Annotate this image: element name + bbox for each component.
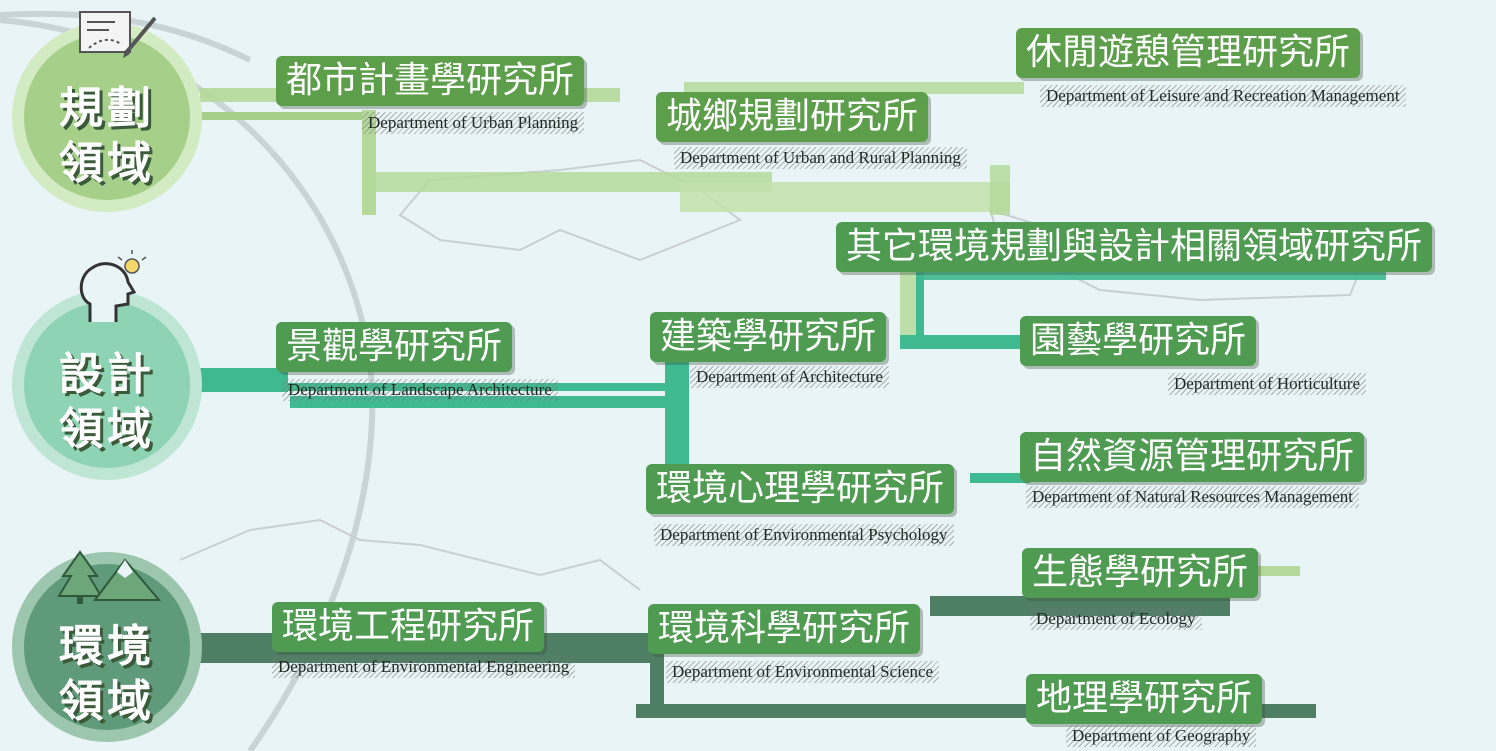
node-landscape-zh: 景觀學研究所 bbox=[276, 322, 513, 372]
node-geography-en: Department of Geography bbox=[1066, 725, 1257, 747]
node-urban-rural-zh: 城鄉規劃研究所 bbox=[656, 92, 929, 142]
node-natural-res-zh: 自然資源管理研究所 bbox=[1020, 432, 1365, 482]
node-natural-res-en: Department of Natural Resources Manageme… bbox=[1026, 486, 1359, 508]
node-urban-planning-zh: 都市計畫學研究所 bbox=[276, 56, 585, 106]
category-planning-line1: 規劃 bbox=[59, 83, 155, 134]
connector-line bbox=[970, 473, 1030, 483]
node-architecture-zh: 建築學研究所 bbox=[650, 312, 887, 362]
connector-line bbox=[900, 262, 920, 342]
head-lightbulb-icon bbox=[79, 250, 147, 322]
connector-line bbox=[650, 650, 664, 710]
node-ecology-en: Department of Ecology bbox=[1030, 608, 1202, 630]
node-urban-rural-en: Department of Urban and Rural Planning bbox=[674, 147, 967, 169]
node-env-sci-zh: 環境科學研究所 bbox=[648, 604, 921, 654]
node-landscape-en: Department of Landscape Architecture bbox=[282, 379, 558, 401]
node-leisure-en: Department of Leisure and Recreation Man… bbox=[1040, 85, 1406, 107]
node-ecology-zh: 生態學研究所 bbox=[1022, 548, 1259, 598]
node-other-env-zh: 其它環境規劃與設計相關領域研究所 bbox=[836, 222, 1433, 272]
connector-line bbox=[684, 82, 1024, 94]
category-planning-line2: 領域 bbox=[59, 138, 155, 189]
node-urban-planning-en: Department of Urban Planning bbox=[362, 112, 585, 134]
connector-line bbox=[362, 172, 772, 192]
connector-line bbox=[665, 355, 689, 475]
category-environment-line2: 領域 bbox=[59, 676, 155, 727]
connector-line bbox=[200, 112, 370, 120]
node-env-eng-en: Department of Environmental Engineering bbox=[272, 656, 576, 678]
category-design-line1: 設計 bbox=[59, 349, 155, 400]
node-env-psych-zh: 環境心理學研究所 bbox=[646, 464, 955, 514]
tree-mountain-icon bbox=[57, 550, 162, 604]
connector-line bbox=[1230, 566, 1300, 576]
node-env-psych-en: Department of Environmental Psychology bbox=[654, 524, 954, 546]
node-architecture-en: Department of Architecture bbox=[690, 366, 889, 388]
blueprint-pencil-icon bbox=[79, 11, 157, 58]
connector-line bbox=[916, 270, 1386, 280]
connector-line bbox=[900, 335, 1030, 349]
category-environment-line1: 環境 bbox=[59, 621, 155, 672]
node-env-eng-zh: 環境工程研究所 bbox=[272, 602, 545, 652]
connector-line bbox=[680, 182, 1010, 212]
connector-line bbox=[990, 165, 1010, 215]
node-geography-zh: 地理學研究所 bbox=[1026, 674, 1263, 724]
node-leisure-zh: 休閒遊憩管理研究所 bbox=[1016, 28, 1361, 78]
node-horticulture-en: Department of Horticulture bbox=[1168, 373, 1366, 395]
connector-line bbox=[916, 272, 924, 344]
node-env-sci-en: Department of Environmental Science bbox=[666, 661, 940, 683]
node-horticulture-zh: 園藝學研究所 bbox=[1020, 316, 1257, 366]
category-design-line2: 領域 bbox=[59, 404, 155, 455]
